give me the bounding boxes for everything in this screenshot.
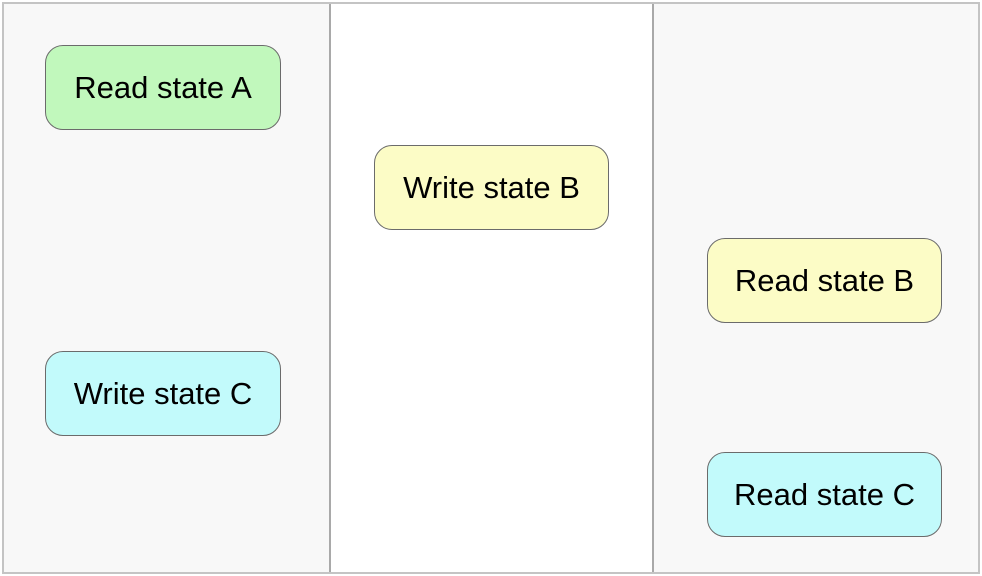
node-write-state-c: Write state C [45,351,281,436]
node-read-state-a: Read state A [45,45,281,130]
node-read-state-c: Read state C [707,452,942,537]
node-write-state-b: Write state B [374,145,609,230]
node-read-state-b: Read state B [707,238,942,323]
lane-2 [329,4,654,572]
